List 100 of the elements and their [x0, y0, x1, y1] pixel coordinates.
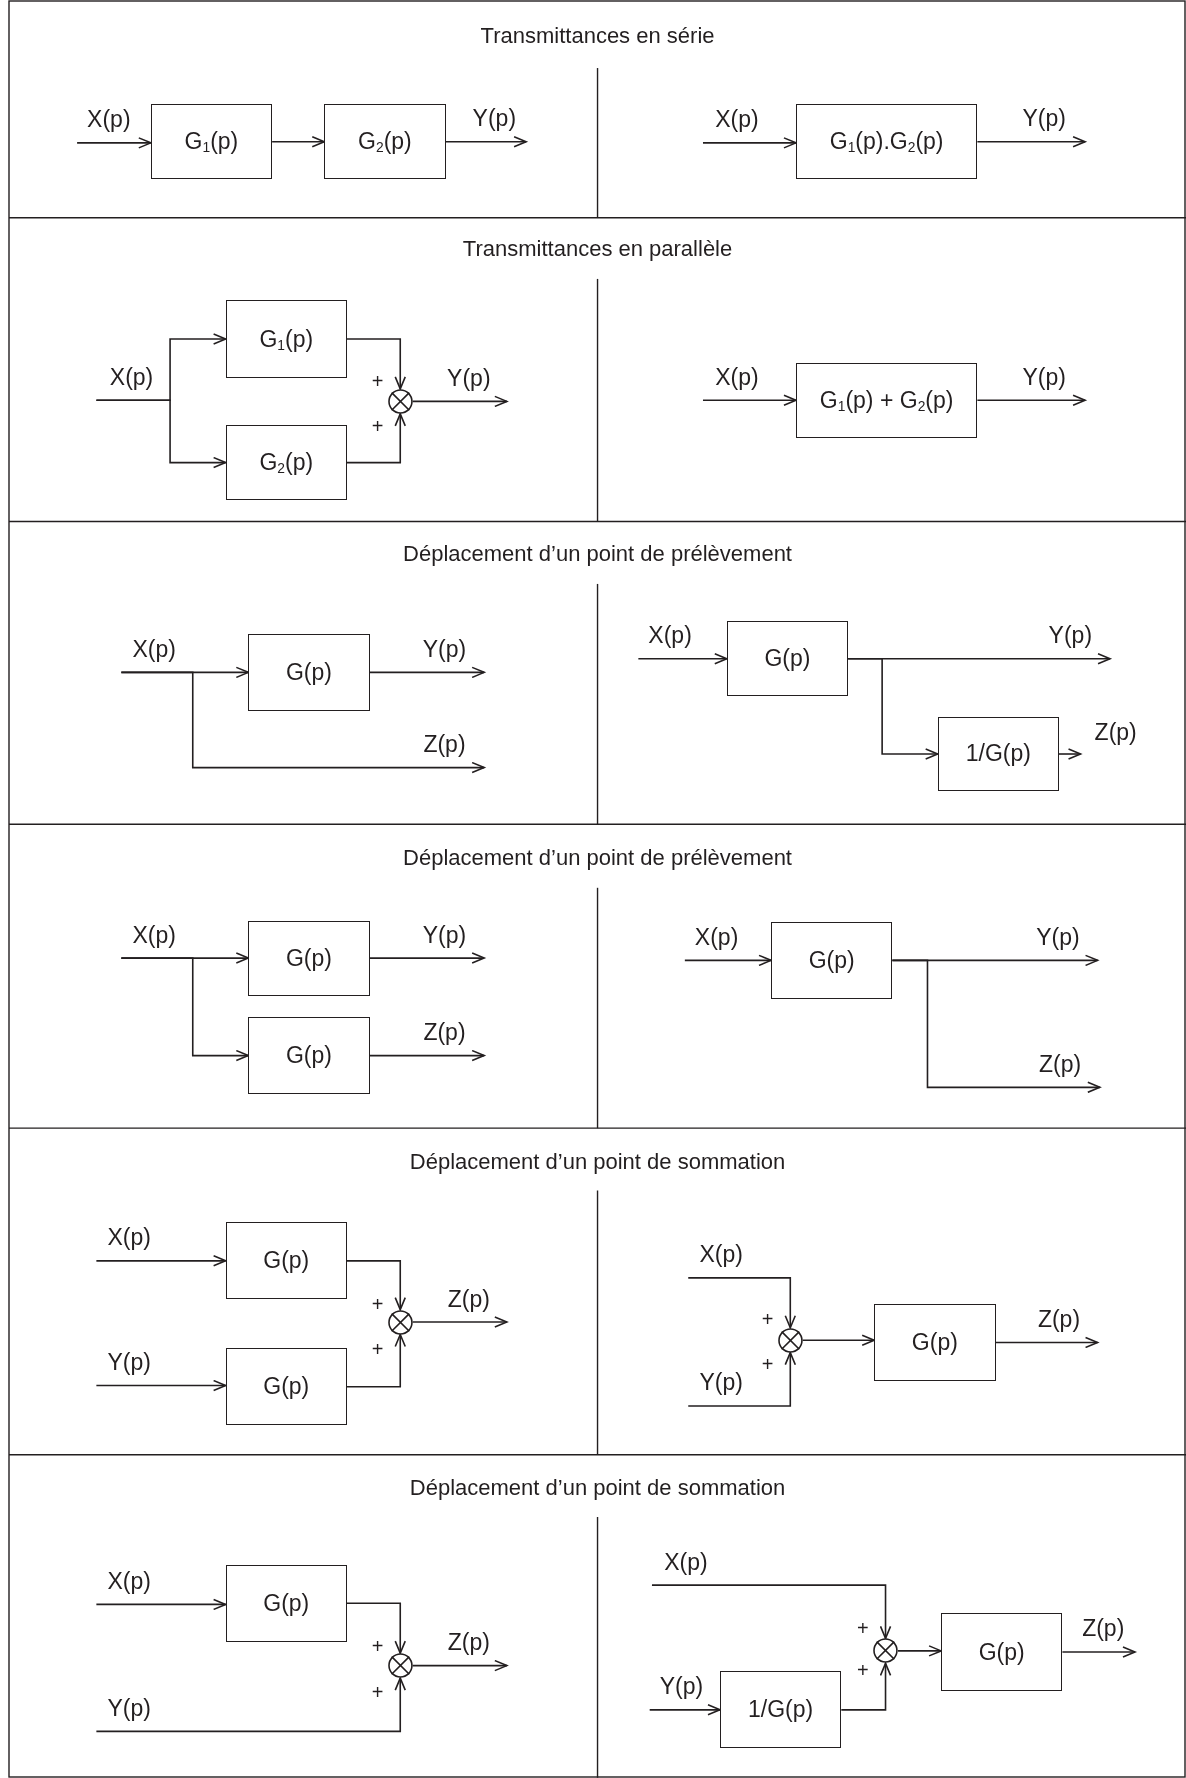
- signal-arrow: [976, 394, 1086, 407]
- transfer-function-block: [771, 921, 893, 999]
- block-label: G$_{2}$(p): [358, 128, 412, 156]
- section-title: Transmittances en série: [480, 23, 715, 50]
- signal-arrow: [95, 1677, 407, 1733]
- block-label: G(p): [978, 1638, 1025, 1666]
- signal-label: Z(p): [404, 729, 485, 768]
- signal-arrow: [648, 1704, 721, 1716]
- signal-label: Z(p): [404, 1017, 485, 1056]
- transfer-function-block: [150, 104, 273, 180]
- signal-label: Y(p): [430, 362, 507, 402]
- signal-arrow: [368, 952, 485, 964]
- transfer-function-block: [248, 920, 370, 996]
- signal-label: Y(p): [96, 1347, 163, 1386]
- transfer-function-block: [324, 104, 446, 180]
- signal-label: X(p): [702, 104, 771, 143]
- signal-label: Y(p): [1003, 361, 1086, 401]
- signal-arrow: [346, 1333, 407, 1388]
- signal-label: Y(p): [1018, 921, 1098, 961]
- plus-sign: +: [371, 414, 384, 440]
- signal-arrow: [444, 135, 527, 148]
- signal-label: Y(p): [1003, 103, 1086, 142]
- signal-arrow: [994, 1336, 1099, 1349]
- section-title: Transmittances en parallèle: [462, 236, 733, 263]
- signal-arrow: [120, 671, 485, 774]
- block-label: G(p): [285, 944, 332, 972]
- block-label: 1/G(p): [748, 1696, 814, 1724]
- block-label: G(p): [285, 658, 332, 686]
- block-label: G(p): [764, 645, 811, 673]
- block-label: 1/G(p): [965, 740, 1031, 768]
- signal-arrow: [76, 137, 152, 149]
- signal-label: Z(p): [1071, 1613, 1135, 1652]
- transfer-function-block: [248, 633, 370, 711]
- signal-label: Y(p): [96, 1692, 163, 1732]
- signal-arrow: [271, 135, 326, 148]
- plus-sign: +: [857, 1616, 869, 1642]
- signal-label: X(p): [702, 361, 771, 401]
- signal-arrow: [368, 1049, 485, 1062]
- signal-label: Z(p): [1020, 1048, 1100, 1088]
- signal-label: X(p): [121, 919, 188, 959]
- signal-arrow: [847, 657, 939, 760]
- signal-label: Z(p): [1080, 716, 1151, 756]
- block-label: G(p): [263, 1247, 310, 1275]
- signal-label: X(p): [96, 361, 167, 401]
- signal-arrow: [702, 137, 797, 149]
- transfer-function-block: [795, 104, 978, 180]
- signal-label: Y(p): [688, 1367, 754, 1406]
- signal-arrow: [411, 395, 508, 408]
- transfer-function-block: [937, 716, 1059, 792]
- signal-label: X(p): [651, 1546, 720, 1586]
- signal-arrow: [637, 652, 728, 665]
- signal-arrow: [1061, 1646, 1136, 1658]
- block-label: G(p): [808, 946, 855, 974]
- section-title: Déplacement d’un point de prélèvement: [403, 541, 792, 568]
- transfer-function-block: [941, 1613, 1063, 1691]
- signal-arrow: [346, 413, 407, 464]
- section-title: Déplacement d’un point de sommation: [409, 1474, 786, 1501]
- signal-arrow: [95, 399, 227, 469]
- signal-label: Y(p): [649, 1671, 714, 1710]
- block-label: G$_{2}$(p): [259, 449, 314, 477]
- plus-sign: +: [761, 1352, 774, 1377]
- signal-arrow: [702, 394, 797, 407]
- signal-arrow: [801, 1334, 875, 1346]
- plus-sign: +: [371, 1679, 384, 1705]
- transfer-function-block: [225, 1222, 347, 1300]
- signal-label: X(p): [77, 104, 141, 143]
- signal-arrow: [651, 1584, 892, 1640]
- signal-arrow: [687, 1277, 797, 1329]
- signal-label: Y(p): [1030, 620, 1110, 659]
- signal-label: Y(p): [462, 103, 527, 142]
- transfer-function-block: [726, 621, 849, 697]
- block-label: G(p): [263, 1589, 310, 1617]
- plus-sign: +: [857, 1658, 869, 1684]
- signal-arrow: [346, 338, 407, 390]
- block-label: G(p): [285, 1042, 332, 1070]
- signal-arrow: [411, 1659, 508, 1672]
- signal-label: X(p): [96, 1565, 163, 1605]
- signal-label: Z(p): [430, 1283, 507, 1323]
- signal-arrow: [346, 1602, 407, 1654]
- plus-sign: +: [761, 1306, 774, 1332]
- signal-label: X(p): [96, 1222, 163, 1261]
- block-label: G$_{1}$(p) + G$_{2}$(p): [819, 386, 954, 414]
- signal-label: X(p): [684, 921, 749, 961]
- transfer-function-block: [225, 300, 347, 378]
- signal-arrow: [95, 1255, 227, 1267]
- block-label: G$_{1}$(p).G$_{2}$(p): [829, 128, 944, 156]
- transfer-function-block: [795, 362, 978, 438]
- plus-sign: +: [371, 368, 384, 394]
- signal-label: Y(p): [404, 919, 485, 959]
- signal-arrow: [897, 1645, 942, 1657]
- transfer-function-block: [720, 1671, 842, 1749]
- section-title: Déplacement d’un point de prélèvement: [403, 845, 792, 872]
- signal-arrow: [687, 1351, 797, 1407]
- block-label: G(p): [263, 1373, 310, 1401]
- transfer-function-block: [225, 425, 347, 500]
- block-label: G$_{1}$(p): [184, 128, 239, 156]
- section-title: Déplacement d’un point de sommation: [409, 1149, 786, 1176]
- transfer-function-block: [225, 1564, 347, 1642]
- plus-sign: +: [371, 1634, 384, 1660]
- signal-arrow: [120, 957, 250, 1062]
